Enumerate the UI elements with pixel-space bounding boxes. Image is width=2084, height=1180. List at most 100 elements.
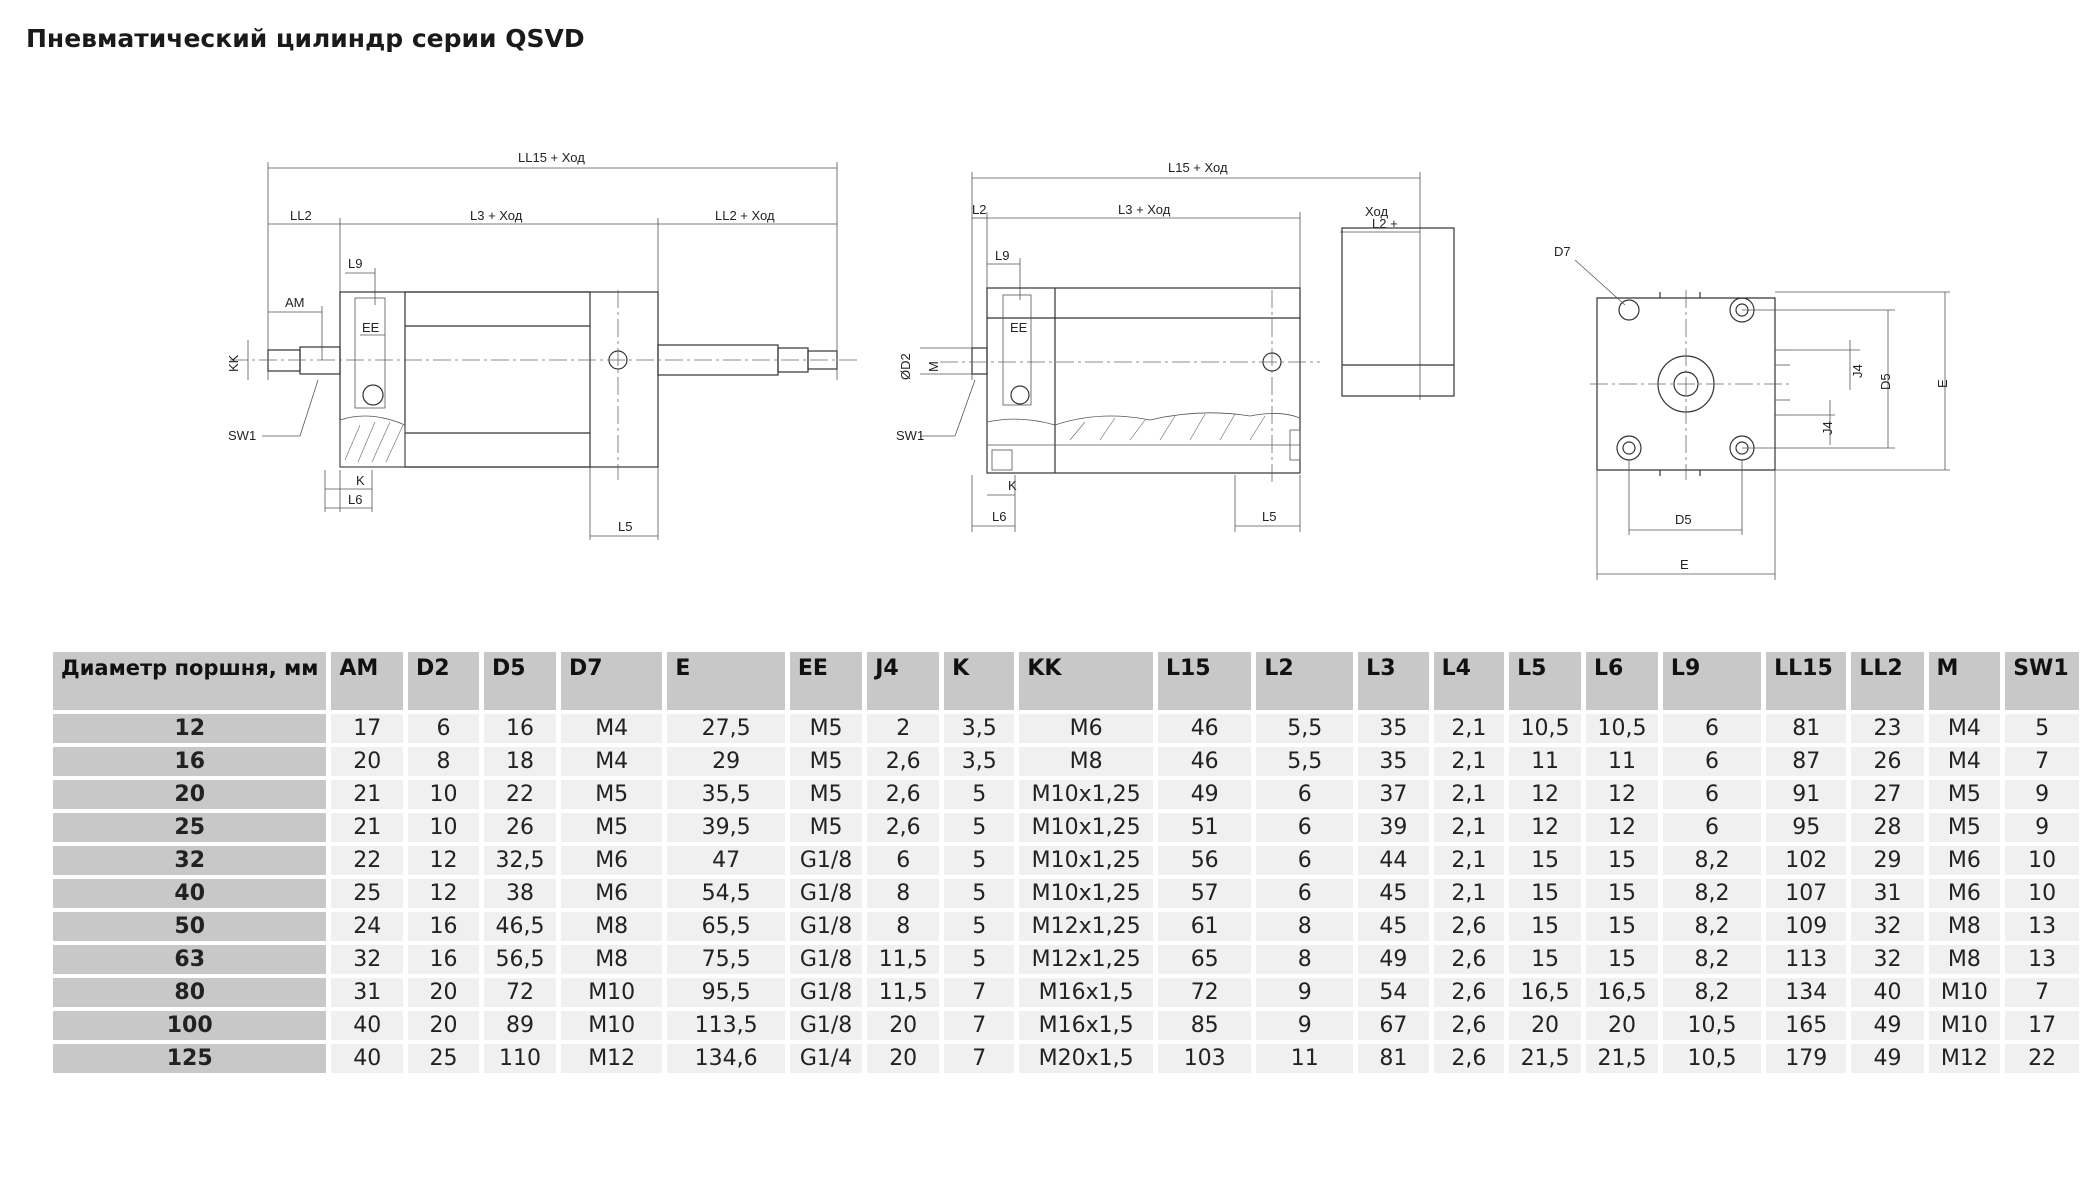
- header-d2: D2: [408, 652, 480, 710]
- table-cell: 5: [944, 813, 1015, 842]
- header-l9: L9: [1662, 652, 1762, 710]
- table-cell: 13: [2005, 912, 2079, 941]
- table-cell: 7: [944, 978, 1015, 1007]
- dim-ll15: LL15 + Ход: [518, 150, 585, 165]
- table-cell: 10: [408, 780, 480, 809]
- table-cell: 13: [2005, 945, 2079, 974]
- table-cell: 5,5: [1256, 714, 1354, 743]
- table-cell: 8: [867, 912, 940, 941]
- table-cell: 51: [1157, 813, 1252, 842]
- table-cell: 29: [1851, 846, 1924, 875]
- table-cell: 57: [1157, 879, 1252, 908]
- table-cell: 2,6: [867, 747, 940, 776]
- table-cell: 27,5: [667, 714, 785, 743]
- table-cell: 6: [867, 846, 940, 875]
- table-cell: 38: [484, 879, 556, 908]
- header-k: K: [944, 652, 1015, 710]
- table-cell: 5: [2005, 714, 2079, 743]
- table-cell: M10: [560, 978, 663, 1007]
- table-cell: M5: [1928, 780, 2001, 809]
- table-cell: 85: [1157, 1011, 1252, 1040]
- table-cell: M5: [789, 714, 863, 743]
- table-cell: 102: [1766, 846, 1847, 875]
- table-cell: 8,2: [1662, 912, 1762, 941]
- table-cell: 25: [331, 879, 404, 908]
- header-am: AM: [331, 652, 404, 710]
- table-cell: M5: [789, 747, 863, 776]
- table-cell: 22: [2005, 1044, 2079, 1073]
- table-cell: 45: [1358, 879, 1429, 908]
- table-cell: 39: [1358, 813, 1429, 842]
- table-cell: 6: [1256, 879, 1354, 908]
- table-cell: 16,5: [1509, 978, 1582, 1007]
- table-cell: 134: [1766, 978, 1847, 1007]
- table-cell: 16,5: [1586, 978, 1658, 1007]
- table-cell: 72: [1157, 978, 1252, 1007]
- table-cell: 54: [1358, 978, 1429, 1007]
- table-cell: 95: [1766, 813, 1847, 842]
- table-cell: 24: [331, 912, 404, 941]
- dim-l2plus: L2 +: [1372, 216, 1398, 231]
- table-cell: 37: [1358, 780, 1429, 809]
- header-d5: D5: [484, 652, 556, 710]
- table-cell: 2,6: [1433, 1011, 1505, 1040]
- table-cell: 11: [1586, 747, 1658, 776]
- table-cell: 134,6: [667, 1044, 785, 1073]
- table-cell: M6: [1928, 879, 2001, 908]
- table-cell: 28: [1851, 813, 1924, 842]
- table-cell: 12: [1509, 813, 1582, 842]
- table-cell: M10: [1928, 1011, 2001, 1040]
- label-j4-a: J4: [1850, 364, 1865, 378]
- table-cell: M20x1,5: [1019, 1044, 1153, 1073]
- header-e: E: [667, 652, 785, 710]
- drawing-single-rod: L15 + Ход L2 L3 + Ход Ход L2 + L9 EE: [896, 160, 1455, 532]
- table-cell: 5: [944, 846, 1015, 875]
- table-cell: M12x1,25: [1019, 945, 1153, 974]
- header-ll15: LL15: [1766, 652, 1847, 710]
- table-cell: 11: [1256, 1044, 1354, 1073]
- table-cell: M8: [1928, 945, 2001, 974]
- table-cell: 113,5: [667, 1011, 785, 1040]
- table-cell: 5: [944, 780, 1015, 809]
- table-cell: M8: [560, 945, 663, 974]
- table-cell: 7: [944, 1044, 1015, 1073]
- dim-ll2: LL2: [290, 208, 312, 223]
- table-cell: M6: [560, 846, 663, 875]
- table-cell: 67: [1358, 1011, 1429, 1040]
- dim-l2: L2: [972, 202, 986, 217]
- label-l5: L5: [618, 519, 632, 534]
- page-title: Пневматический цилиндр серии QSVD: [26, 24, 585, 53]
- header-j4: J4: [867, 652, 940, 710]
- table-cell: 15: [1586, 912, 1658, 941]
- table-cell: 10: [2005, 879, 2079, 908]
- table-cell: G1/8: [789, 879, 863, 908]
- table-cell: 61: [1157, 912, 1252, 941]
- table-cell: 11: [1509, 747, 1582, 776]
- label-e-h: E: [1680, 557, 1689, 572]
- table-cell: 31: [1851, 879, 1924, 908]
- dim-ll2-stroke: LL2 + Ход: [715, 208, 775, 223]
- header-ll2: LL2: [1851, 652, 1924, 710]
- drawing-front-view: D7 J4 J4 D5 E D5 E: [1554, 244, 1950, 580]
- table-cell: M4: [560, 714, 663, 743]
- table-cell: 9: [2005, 813, 2079, 842]
- table-cell: 3,5: [944, 747, 1015, 776]
- table-cell-bore: 63: [53, 945, 327, 974]
- table-cell: 32: [1851, 945, 1924, 974]
- table-cell: 11,5: [867, 945, 940, 974]
- table-cell: 54,5: [667, 879, 785, 908]
- table-cell: 8: [867, 879, 940, 908]
- table-cell: 6: [1256, 780, 1354, 809]
- table-cell: 15: [1509, 912, 1582, 941]
- table-cell: 29: [667, 747, 785, 776]
- label-k: K: [1008, 478, 1017, 493]
- table-cell: 107: [1766, 879, 1847, 908]
- table-cell: 9: [1256, 978, 1354, 1007]
- table-cell: 2,6: [1433, 945, 1505, 974]
